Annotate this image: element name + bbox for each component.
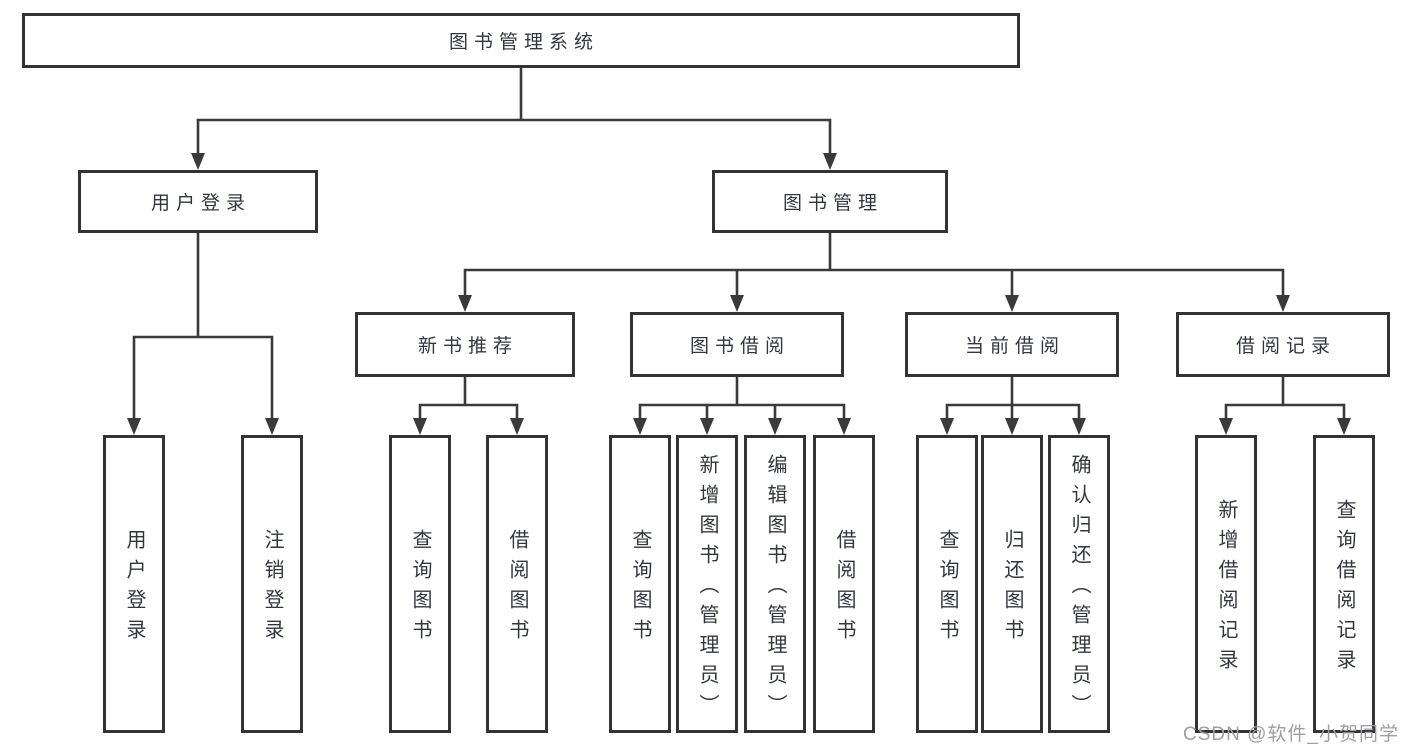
node-add-book-admin: 新增图书（管理员）	[676, 435, 738, 733]
node-return-book-label: 归还图书	[1001, 529, 1023, 649]
node-edit-book-admin-label: 编辑图书（管理员）	[764, 454, 786, 724]
node-book-management-label: 图书管理	[782, 193, 883, 214]
connector-book-borrowing-children	[633, 375, 851, 435]
node-borrow-book-borrowing: 借阅图书	[813, 435, 875, 733]
node-add-book-admin-label: 新增图书（管理员）	[696, 454, 718, 724]
node-book-management: 图书管理	[712, 170, 948, 233]
connector-new-book-recommendation-children	[413, 375, 524, 435]
connector-current-borrowing-children	[940, 375, 1086, 435]
node-borrowing-records: 借阅记录	[1176, 312, 1390, 377]
node-query-book-borrowing: 查询图书	[609, 435, 671, 733]
node-root: 图书管理系统	[22, 13, 1020, 68]
node-borrow-book-recommend: 借阅图书	[486, 435, 548, 733]
node-book-borrowing-label: 图书借阅	[689, 336, 790, 357]
connector-root-to-level2	[191, 66, 837, 170]
node-confirm-return-admin-label: 确认归还（管理员）	[1068, 454, 1090, 724]
node-query-book-current-label: 查询图书	[936, 529, 958, 649]
node-current-borrowing: 当前借阅	[905, 312, 1119, 377]
node-user-login-leaf-label: 用户登录	[123, 529, 145, 649]
node-book-borrowing: 图书借阅	[630, 312, 844, 377]
node-add-borrow-record: 新增借阅记录	[1195, 435, 1257, 733]
node-user-login-label: 用户登录	[150, 193, 251, 214]
node-query-borrow-record: 查询借阅记录	[1313, 435, 1375, 733]
node-borrowing-records-label: 借阅记录	[1235, 336, 1336, 357]
node-edit-book-admin: 编辑图书（管理员）	[744, 435, 806, 733]
node-query-book-borrowing-label: 查询图书	[629, 529, 651, 649]
connector-book-management-children	[458, 231, 1290, 312]
connector-user-login-children	[127, 231, 279, 435]
connector-borrowing-records-children	[1219, 375, 1351, 435]
node-query-book-current: 查询图书	[916, 435, 978, 733]
node-logout-login-label: 注销登录	[261, 529, 283, 649]
node-query-book-recommend-label: 查询图书	[409, 529, 431, 649]
node-new-book-recommendation: 新书推荐	[355, 312, 575, 377]
node-user-login: 用户登录	[78, 170, 318, 233]
node-add-borrow-record-label: 新增借阅记录	[1215, 499, 1237, 679]
node-user-login-leaf: 用户登录	[103, 435, 165, 733]
node-borrow-book-recommend-label: 借阅图书	[506, 529, 528, 649]
node-new-book-recommendation-label: 新书推荐	[417, 336, 518, 357]
node-return-book: 归还图书	[981, 435, 1043, 733]
node-confirm-return-admin: 确认归还（管理员）	[1048, 435, 1110, 733]
node-query-borrow-record-label: 查询借阅记录	[1333, 499, 1355, 679]
node-current-borrowing-label: 当前借阅	[964, 336, 1065, 357]
node-logout-login: 注销登录	[241, 435, 303, 733]
node-borrow-book-borrowing-label: 借阅图书	[833, 529, 855, 649]
node-root-label: 图书管理系统	[448, 32, 599, 53]
node-query-book-recommend: 查询图书	[389, 435, 451, 733]
